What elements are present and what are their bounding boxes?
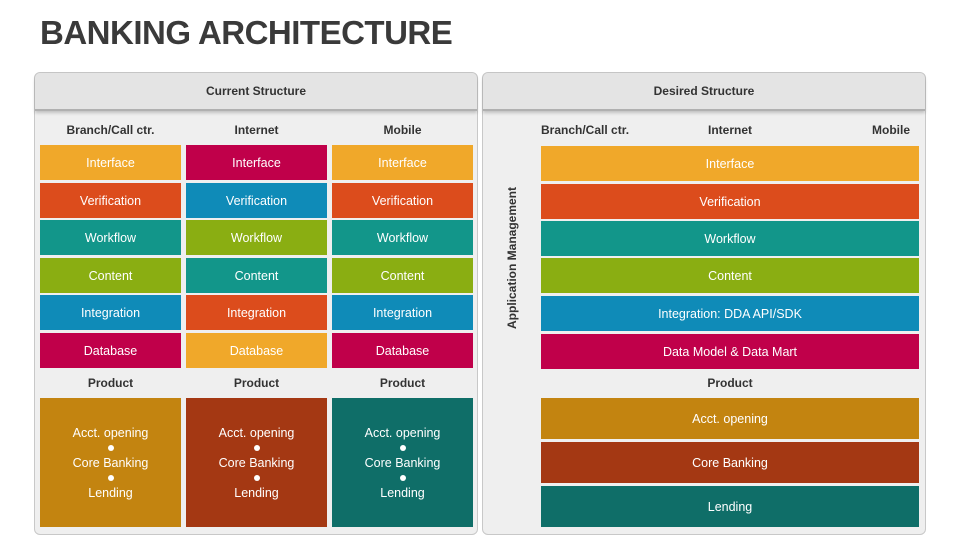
layer-box: Integration <box>186 295 327 330</box>
column-header: Mobile <box>383 123 422 137</box>
product-item: Lending <box>234 485 279 500</box>
desired-structure-header: Desired Structure <box>483 73 925 111</box>
layer-box: Workflow <box>541 221 919 256</box>
product-label: Product <box>707 376 753 390</box>
layer-box: Content <box>186 258 327 293</box>
product-label: Product <box>233 376 280 390</box>
bullet-dot <box>253 474 260 481</box>
page-title: BANKING ARCHITECTURE <box>40 14 453 51</box>
product-item: Core Banking <box>364 455 441 470</box>
layer-box: Database <box>40 333 181 368</box>
current-structure-header: Current Structure <box>35 73 477 111</box>
product-label: Product <box>379 376 426 390</box>
layer-box: Content <box>541 258 919 293</box>
layer-box: Database <box>186 333 327 368</box>
layer-box: Workflow <box>186 220 327 255</box>
layer-box: Workflow <box>332 220 473 255</box>
product-item: Lending <box>380 485 425 500</box>
product-item: Acct. opening <box>72 425 149 440</box>
product-label: Product <box>87 376 134 390</box>
product-item: Core Banking <box>218 455 295 470</box>
layer-box: Integration <box>40 295 181 330</box>
product-box: Acct. opening <box>541 398 919 439</box>
layer-box: Interface <box>332 145 473 180</box>
layer-box: Integration <box>332 295 473 330</box>
layer-box: Verification <box>40 183 181 218</box>
product-box: Core Banking <box>541 442 919 483</box>
layer-box: Workflow <box>40 220 181 255</box>
bullet-dot <box>399 444 406 451</box>
layer-box: Verification <box>332 183 473 218</box>
application-management-label: Application Management <box>505 186 519 330</box>
channel-header: Mobile <box>872 123 910 137</box>
layer-box: Content <box>40 258 181 293</box>
layer-box: Data Model & Data Mart <box>541 334 919 369</box>
product-item: Lending <box>88 485 133 500</box>
column-header: Internet <box>234 123 279 137</box>
channel-header: Internet <box>707 123 752 137</box>
layer-box: Content <box>332 258 473 293</box>
bullet-dot <box>253 444 260 451</box>
product-box: Lending <box>541 486 919 527</box>
layer-box: Interface <box>186 145 327 180</box>
layer-box: Database <box>332 333 473 368</box>
product-item: Acct. opening <box>364 425 441 440</box>
product-item: Acct. opening <box>218 425 295 440</box>
channel-header: Branch/Call ctr. <box>541 123 630 137</box>
layer-box: Verification <box>186 183 327 218</box>
column-header: Branch/Call ctr. <box>66 123 155 137</box>
layer-box: Integration: DDA API/SDK <box>541 296 919 331</box>
bullet-dot <box>399 474 406 481</box>
layer-box: Interface <box>541 146 919 181</box>
bullet-dot <box>107 444 114 451</box>
product-item: Core Banking <box>72 455 149 470</box>
bullet-dot <box>107 474 114 481</box>
layer-box: Verification <box>541 184 919 219</box>
layer-box: Interface <box>40 145 181 180</box>
